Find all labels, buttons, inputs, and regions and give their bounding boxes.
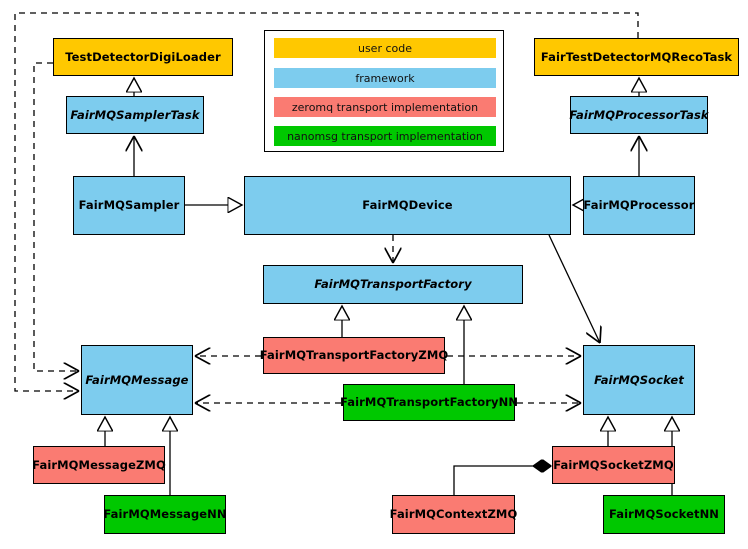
legend-item-nanomsg: nanomsg transport implementation bbox=[274, 126, 496, 146]
class-node-fairmqsamplertask[interactable]: FairMQSamplerTask bbox=[66, 96, 204, 134]
class-label: FairMQTransportFactory bbox=[314, 277, 472, 292]
legend-item-zeromq: zeromq transport implementation bbox=[274, 97, 496, 117]
class-node-fairmqmessage[interactable]: FairMQMessage bbox=[81, 345, 193, 415]
class-label: FairMQTransportFactoryZMQ bbox=[259, 348, 449, 363]
class-label: FairMQSampler bbox=[78, 198, 180, 213]
class-label: FairMQSamplerTask bbox=[70, 107, 200, 122]
class-node-fairmqmessagenn[interactable]: FairMQMessageNN bbox=[103, 495, 227, 534]
class-label: FairMQSocketNN bbox=[608, 507, 720, 522]
legend-label-framework: framework bbox=[355, 71, 415, 85]
class-label: FairMQMessageNN bbox=[103, 507, 227, 522]
class-node-fairmqmessagezmq[interactable]: FairMQMessageZMQ bbox=[32, 446, 166, 484]
class-label: FairMQDevice bbox=[362, 198, 453, 213]
class-label: FairMQProcessorTask bbox=[569, 107, 709, 122]
legend-label-zeromq: zeromq transport implementation bbox=[291, 100, 479, 114]
class-node-fairmqtransportfactoryzmq[interactable]: FairMQTransportFactoryZMQ bbox=[260, 337, 448, 374]
class-node-fairmqsocketzmq[interactable]: FairMQSocketZMQ bbox=[552, 446, 675, 484]
class-label: FairMQContextZMQ bbox=[389, 507, 518, 522]
class-node-fairmqsocketnn[interactable]: FairMQSocketNN bbox=[603, 495, 725, 534]
class-label: FairMQProcessor bbox=[583, 198, 695, 213]
class-label: FairMQMessageZMQ bbox=[32, 457, 166, 472]
legend: user code framework zeromq transport imp… bbox=[264, 30, 504, 152]
edge-contextzmq-socketzmq bbox=[453, 466, 550, 495]
class-node-fairmqsocket[interactable]: FairMQSocket bbox=[583, 345, 695, 415]
legend-item-user-code: user code bbox=[274, 38, 496, 58]
class-node-fairmqprocessortask[interactable]: FairMQProcessorTask bbox=[569, 96, 709, 134]
edge-device-socket bbox=[548, 234, 600, 343]
class-label: FairMQSocketZMQ bbox=[553, 457, 674, 472]
class-node-fairmqtransportfactory[interactable]: FairMQTransportFactory bbox=[263, 265, 523, 304]
class-node-testdetectordigiloader[interactable]: TestDetectorDigiLoader bbox=[53, 38, 233, 76]
class-label: FairMQMessage bbox=[85, 372, 189, 387]
class-node-fairmqsampler[interactable]: FairMQSampler bbox=[73, 176, 185, 235]
class-node-fairmqprocessor[interactable]: FairMQProcessor bbox=[583, 176, 695, 235]
class-label: FairMQSocket bbox=[594, 372, 684, 387]
class-node-fairmqtransportfactorynn[interactable]: FairMQTransportFactoryNN bbox=[339, 384, 519, 421]
class-node-fairmqcontextzmq[interactable]: FairMQContextZMQ bbox=[389, 495, 518, 534]
class-label: FairTestDetectorMQRecoTask bbox=[540, 49, 733, 64]
legend-item-framework: framework bbox=[274, 68, 496, 88]
legend-label-nanomsg: nanomsg transport implementation bbox=[287, 129, 483, 143]
class-label: FairMQTransportFactoryNN bbox=[339, 395, 519, 410]
edge-recotask-message bbox=[14, 12, 639, 391]
legend-label-user-code: user code bbox=[357, 41, 413, 55]
class-node-fairtestdetectormqrecotask[interactable]: FairTestDetectorMQRecoTask bbox=[534, 38, 739, 76]
class-label: TestDetectorDigiLoader bbox=[65, 49, 221, 64]
class-node-fairmqdevice[interactable]: FairMQDevice bbox=[244, 176, 571, 235]
